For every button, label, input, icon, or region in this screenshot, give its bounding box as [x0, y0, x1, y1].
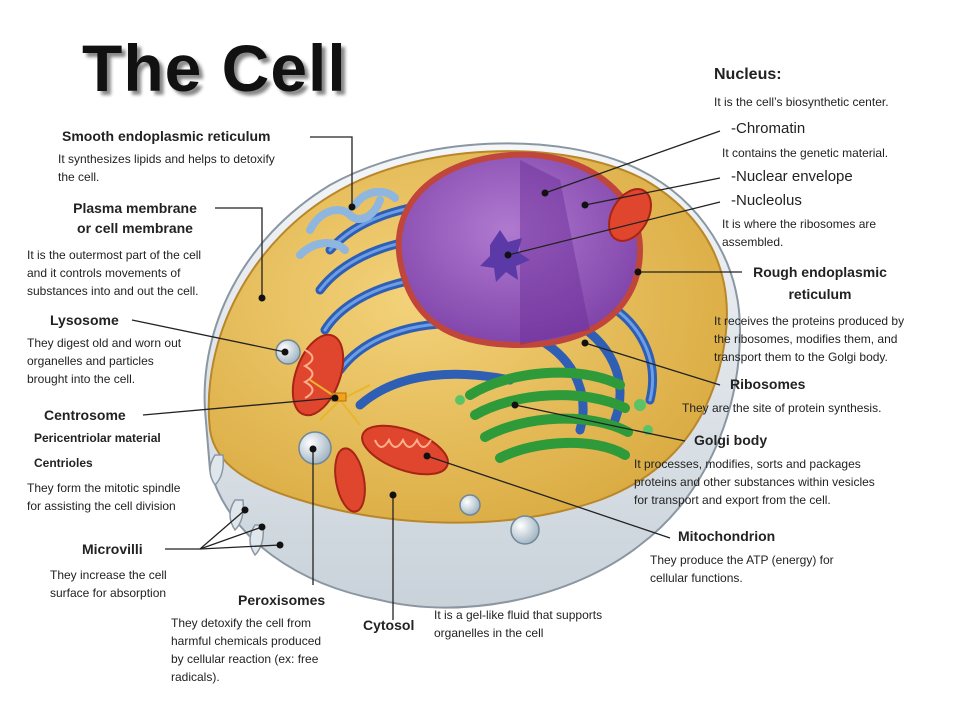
page-title: The Cell: [82, 31, 347, 105]
mitochondrion-label: Mitochondrion: [678, 528, 776, 544]
smooth-er-desc: It synthesizes lipids and helps to detox…: [58, 152, 275, 184]
smooth-er-label: Smooth endoplasmic reticulum: [62, 128, 271, 144]
nucleolus-label: -Nucleolus: [731, 192, 802, 209]
peroxisomes-label: Peroxisomes: [238, 592, 326, 608]
leader-dots: [241, 189, 642, 549]
ribosomes-desc: They are the site of protein synthesis.: [682, 401, 882, 415]
ribosomes-label: Ribosomes: [730, 376, 806, 392]
golgi-label: Golgi body: [694, 432, 768, 448]
nucleus-shape: [395, 151, 644, 349]
smooth-er-shape: [296, 187, 399, 259]
nucleus-label: Nucleus:: [714, 66, 782, 83]
chromatin-label: -Chromatin: [731, 120, 806, 137]
golgi-desc: It processes, modifies, sorts and packag…: [634, 457, 875, 507]
pericentriolar-label: Pericentriolar material: [34, 431, 161, 445]
leader-lines: [131, 130, 742, 620]
golgi-shape: [465, 367, 633, 463]
centrosome-label: Centrosome: [44, 407, 126, 423]
microvilli-label: Microvilli: [82, 541, 143, 557]
rough-er-label: Rough endoplasmic reticulum: [753, 264, 887, 302]
plasma-membrane-label: Plasma membrane or cell membrane: [73, 200, 197, 236]
lysosome-label: Lysosome: [50, 312, 119, 328]
cytosol-label: Cytosol: [363, 617, 415, 633]
chromatin-desc: It contains the genetic material.: [722, 146, 889, 160]
centrioles-label: Centrioles: [34, 456, 93, 470]
nuclear-envelope-label: -Nuclear envelope: [731, 168, 853, 185]
microvilli-shape: [209, 454, 265, 557]
nucleus-desc: It is the cell’s biosynthetic center.: [714, 95, 889, 109]
mitochondrion-shape: [291, 188, 652, 513]
